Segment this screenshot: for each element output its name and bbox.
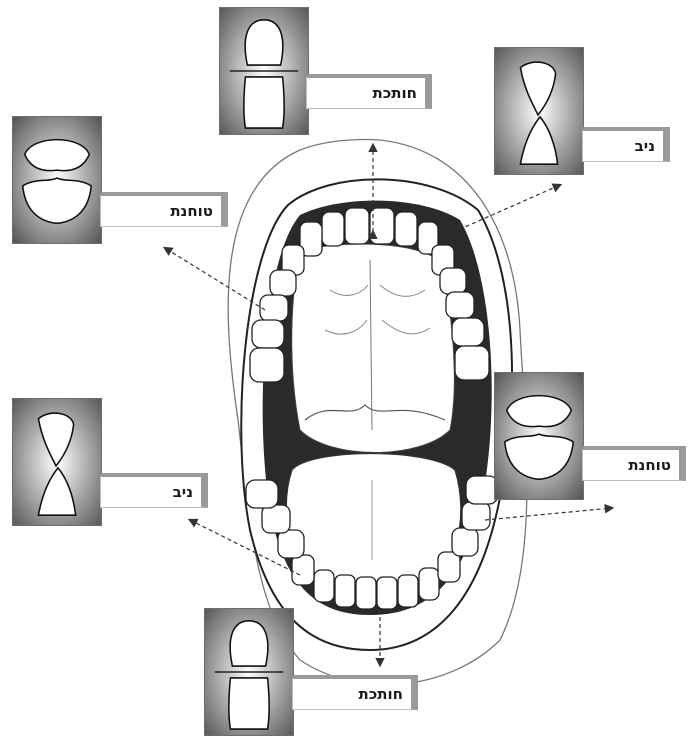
label-box: חותכת [306,77,432,109]
tooth-label-incisor: חותכת [359,685,403,703]
label-box: ניב [582,130,670,162]
arrow-molar-top [165,248,265,310]
molar-tooth-icon [494,372,584,500]
molar-tooth-icon [12,116,102,244]
label-box: טוחנת [582,449,686,481]
tooth-label-incisor: חותכת [373,84,417,102]
tooth-label-canine: ניב [635,137,655,155]
tooth-label-canine: ניב [173,483,193,501]
palate [292,244,455,453]
tooth-label-molar: טוחנת [628,456,671,474]
incisor-tooth-icon [219,7,309,135]
label-box: ניב [100,476,208,508]
label-box: טוחנת [100,195,228,227]
canine-tooth-icon [494,47,584,175]
incisor-tooth-icon [204,608,294,736]
label-box: חותכת [292,678,418,710]
tooth-label-molar: טוחנת [170,202,213,220]
canine-tooth-icon [12,398,102,526]
arrow-molar-right [485,508,612,520]
